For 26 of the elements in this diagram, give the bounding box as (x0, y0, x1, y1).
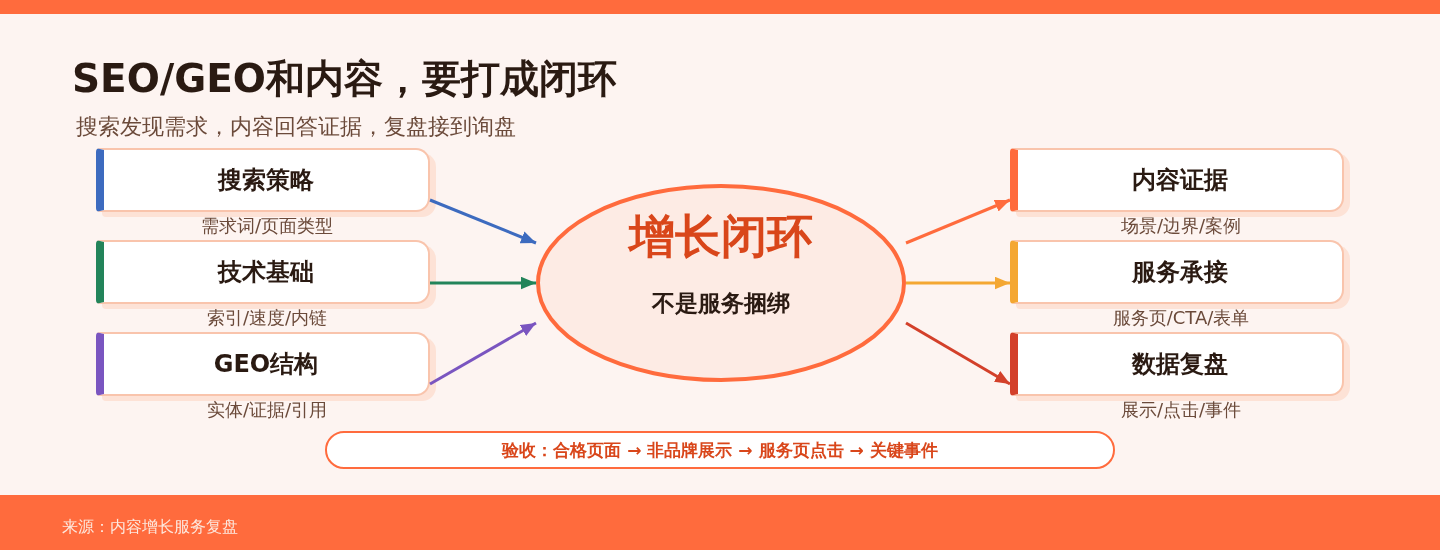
caption-text: 实体/证据/引用 (206, 399, 328, 421)
arrow (430, 276, 536, 290)
arrow (906, 276, 1010, 290)
caption-text: 索引/速度/内链 (206, 307, 328, 329)
source-note: 来源：内容增长服务复盘 (62, 516, 238, 538)
heading-text: 搜索策略 (218, 165, 314, 195)
heading-text: 技术基础 (218, 257, 314, 287)
heading-text: 内容证据 (1132, 165, 1228, 195)
subtitle: 搜索发现需求，内容回答证据，复盘接到询盘 (76, 113, 516, 141)
caption-text: 服务页/CTA/表单 (1112, 307, 1250, 329)
center-subtitle: 不是服务捆绑 (652, 289, 790, 318)
heading-text: 服务承接 (1132, 257, 1228, 287)
arrow (429, 321, 537, 386)
center-ellipse (536, 184, 906, 382)
arrow (905, 321, 1011, 386)
summary-text: 验收：合格页面 → 非品牌展示 → 服务页点击 → 关键事件 (502, 439, 938, 462)
heading-text: GEO结构 (213, 349, 319, 379)
caption-text: 需求词/页面类型 (200, 215, 334, 237)
caption-text: 场景/边界/案例 (1120, 215, 1242, 237)
summary-pill (325, 431, 1115, 469)
caption-text: 展示/点击/事件 (1120, 399, 1242, 421)
arrow (905, 198, 1011, 245)
arrow (429, 198, 537, 245)
center-title: 增长闭环 (629, 208, 813, 264)
title: SEO/GEO和内容，要打成闭环 (72, 55, 617, 103)
heading-text: 数据复盘 (1132, 349, 1228, 379)
